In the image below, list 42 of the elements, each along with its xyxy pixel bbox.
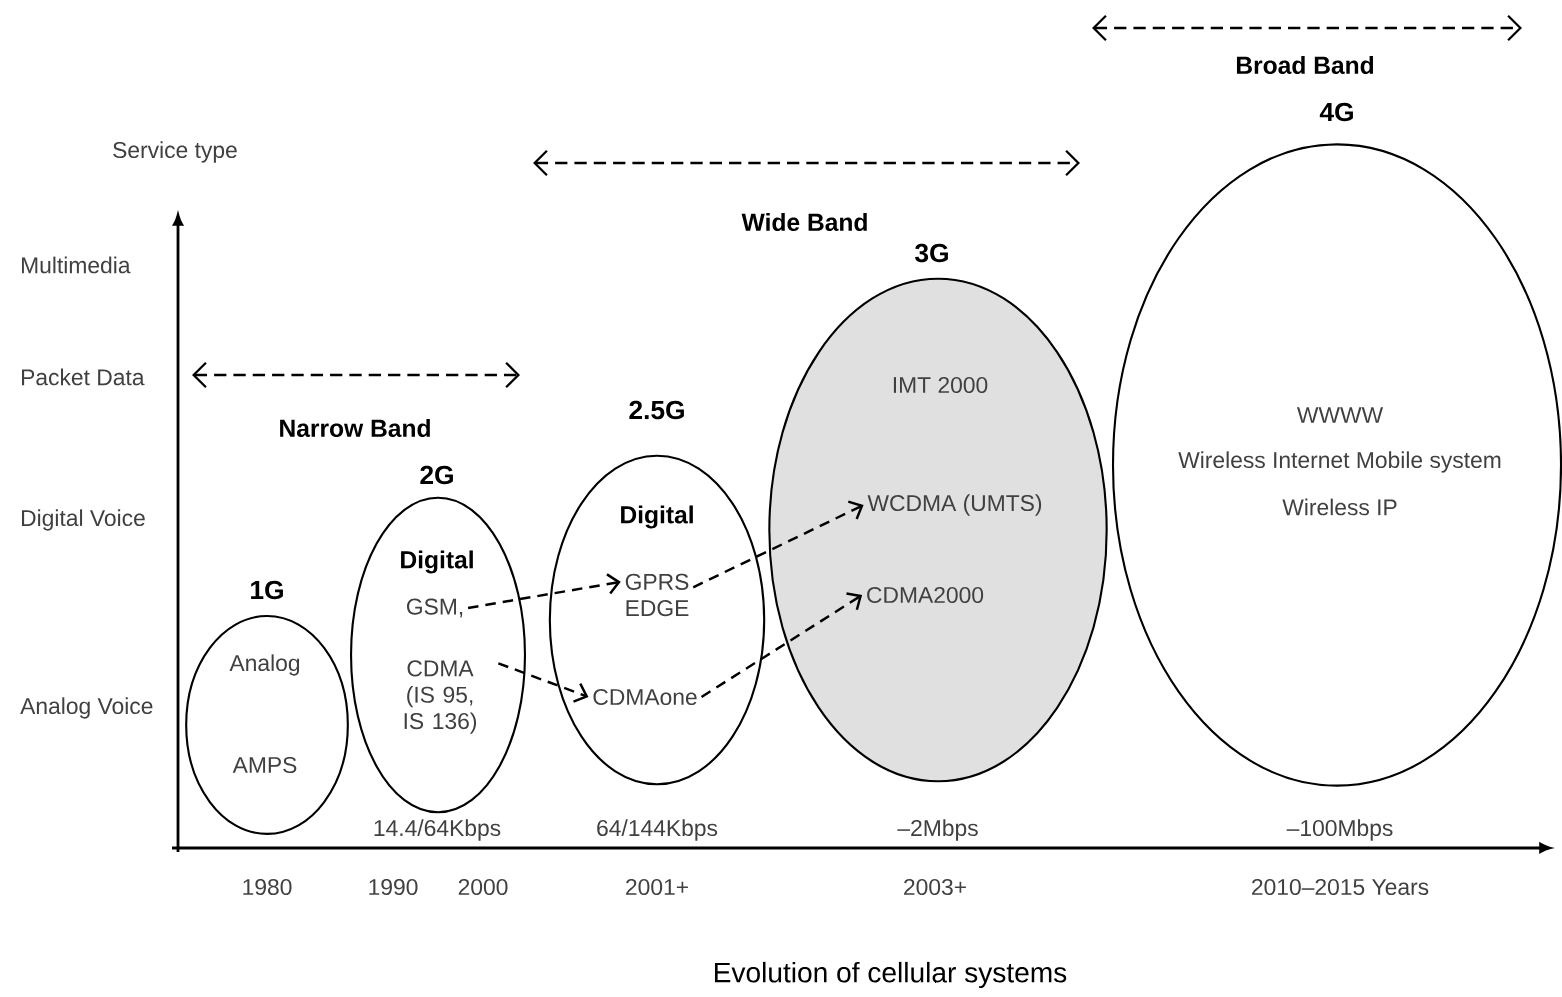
technology-label: Wireless Internet Mobile system [1178, 451, 1501, 473]
generation-heading: 1G [251, 580, 283, 600]
axis-label: 64/144Kbps [597, 819, 718, 841]
category-label: Digital [621, 505, 693, 529]
axis-label: 2000 [458, 878, 508, 896]
technology-label: Analog [229, 654, 300, 676]
generation-heading: 4G [1319, 102, 1353, 122]
axis-label: Analog Voice [20, 697, 153, 719]
category-label: Digital [401, 550, 473, 574]
technology-label: WCDMA (UMTS) [867, 494, 1042, 516]
axis-label: 1990 [369, 878, 418, 896]
generation-heading: 2G [420, 465, 453, 485]
dashed-arrow [497, 662, 589, 703]
technology-label: CDMA2000 [867, 586, 984, 604]
technology-label: AMPS [232, 756, 297, 774]
axis-label: –2Mbps [897, 819, 978, 841]
technology-label: GSM, [407, 598, 463, 618]
generation-heading: 3G [915, 243, 948, 263]
dashed-arrow [700, 592, 863, 699]
technology-label: GPRS EDGE [625, 573, 689, 617]
axis-label: Multimedia [22, 256, 131, 274]
axis-label: 2003+ [904, 878, 966, 896]
dashed-arrow [467, 573, 621, 610]
generation-heading: 2.5G [629, 400, 684, 420]
axis-label: Digital Voice [22, 509, 145, 531]
technology-label: CDMAone [593, 688, 697, 706]
axis-label: 14.4/64Kbps [374, 819, 501, 841]
technology-label: WWWW [1297, 407, 1384, 423]
axis-label: 2001+ [626, 878, 688, 896]
axis-label: 2010–2015 Years [1252, 878, 1429, 896]
axis-label: Service type [113, 141, 237, 163]
technology-label: Wireless IP [1282, 498, 1397, 516]
caption: Evolution of cellular systems [715, 961, 1067, 989]
band-label: Narrow Band [280, 418, 430, 437]
axis-label: 1980 [243, 878, 292, 896]
band-label: Wide Band [741, 212, 867, 231]
axis-label: Packet Data [22, 368, 145, 386]
dashed-arrow [692, 500, 864, 589]
technology-label: IMT 2000 [893, 376, 988, 394]
technology-label: CDMA (IS 95, IS 136) [404, 660, 477, 734]
band-label: Broad Band [1236, 55, 1374, 75]
axis-label: –100Mbps [1286, 819, 1393, 841]
